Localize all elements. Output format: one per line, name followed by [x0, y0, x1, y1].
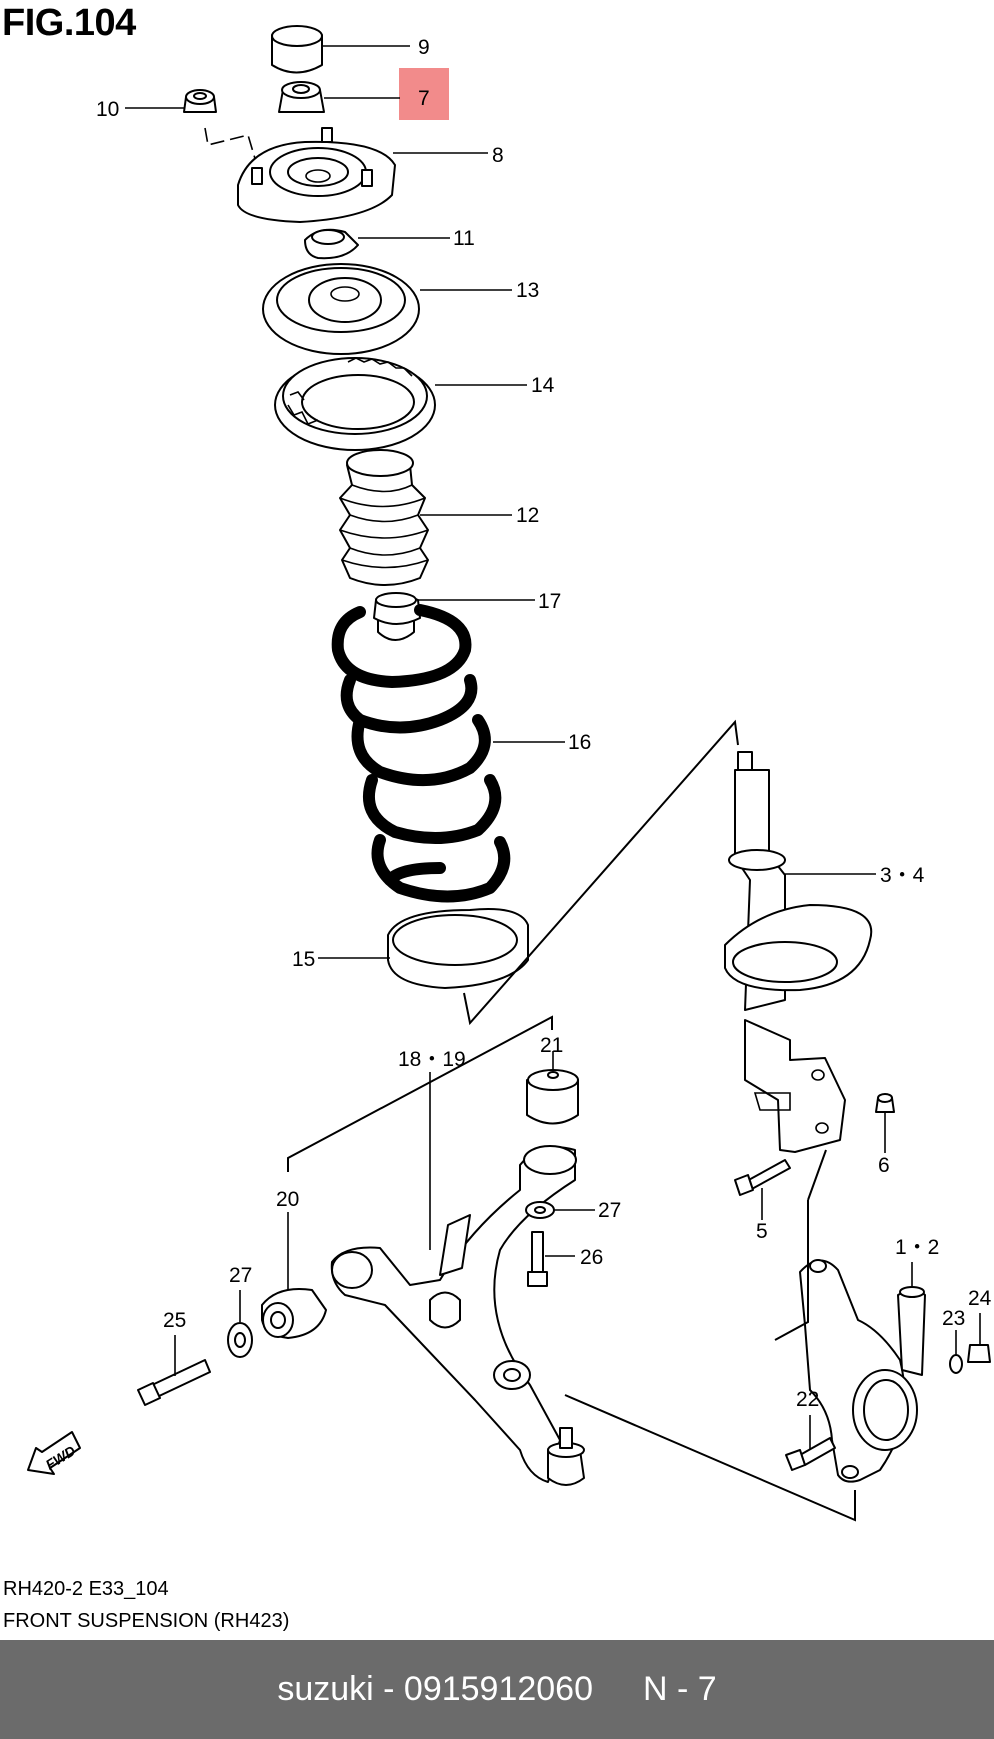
- callout-11: 11: [453, 227, 475, 250]
- part-10-nut: [183, 89, 217, 113]
- part-24-nut: [967, 1344, 991, 1363]
- callout-15: 15: [292, 948, 315, 971]
- part-26-bolt: [527, 1231, 548, 1287]
- part-18-19-lower-arm: [330, 1145, 577, 1483]
- part-27-washer-upper: [525, 1201, 555, 1219]
- highlight-box: [399, 68, 449, 120]
- footer-position: N - 7: [643, 1670, 717, 1708]
- callout-20: 20: [276, 1188, 299, 1211]
- part-11-bearing: [304, 228, 359, 260]
- fwd-arrow-icon: FWD: [27, 1431, 81, 1475]
- callout-9: 9: [418, 36, 430, 59]
- part-15-lower-seat: [387, 908, 529, 989]
- callout-13: 13: [516, 279, 539, 302]
- callout-26: 26: [580, 1246, 603, 1269]
- part-6-nut: [875, 1093, 895, 1113]
- callout-14: 14: [531, 374, 555, 397]
- part-13-upper-seat: [262, 263, 420, 355]
- callout-17: 17: [538, 590, 561, 613]
- part-14-spring-seat: [274, 357, 436, 451]
- part-17-bump-stop: [373, 592, 421, 641]
- part-3-4-strut: [724, 751, 873, 1153]
- part-22-bolt: [785, 1437, 836, 1471]
- callout-21: 21: [540, 1034, 563, 1057]
- part-21-bushing: [526, 1069, 579, 1125]
- callout-6: 6: [878, 1154, 890, 1177]
- figure-title: FIG.104: [2, 2, 136, 44]
- exploded-diagram: FWD 9 7 10 8 11 13 14 12 17 16 15 3・4 6 …: [27, 25, 992, 1522]
- footer-separator: -: [373, 1670, 404, 1708]
- part-27-washer-lower: [227, 1322, 253, 1358]
- part-1-2-knuckle: [799, 1259, 926, 1483]
- callout-5: 5: [756, 1220, 768, 1243]
- callout-22: 22: [796, 1388, 819, 1411]
- part-5-bolt: [734, 1159, 791, 1196]
- part-info-footer: suzuki - 0915912060 N - 7: [0, 1640, 994, 1739]
- ball-joint: [547, 1427, 585, 1486]
- callout-7: 7: [418, 87, 430, 110]
- callout-25: 25: [163, 1309, 186, 1332]
- part-25-bolt: [137, 1359, 211, 1406]
- callout-10: 10: [96, 98, 119, 121]
- part-8-strut-mount: [237, 127, 396, 223]
- part-12-bump-boot: [339, 449, 429, 586]
- callout-16: 16: [568, 731, 591, 754]
- callout-12: 12: [516, 504, 539, 527]
- callout-3-4: 3・4: [880, 864, 925, 887]
- callout-23: 23: [942, 1307, 965, 1330]
- footer-brand: suzuki: [277, 1670, 374, 1708]
- part-9-cap: [271, 25, 323, 74]
- callout-1-2: 1・2: [895, 1236, 939, 1259]
- callout-27-upper: 27: [598, 1199, 621, 1222]
- figure-code: RH420-2 E33_104: [3, 1578, 169, 1600]
- part-20-bushing: [261, 1288, 327, 1339]
- callout-8: 8: [492, 144, 504, 167]
- part-7-nut: [278, 81, 325, 113]
- callout-27-lower: 27: [229, 1264, 252, 1287]
- part-16-coil-spring: [331, 604, 511, 903]
- callout-24: 24: [968, 1287, 992, 1310]
- footer-part-number: 0915912060: [403, 1670, 593, 1708]
- part-23-washer: [949, 1354, 963, 1374]
- callout-18-19: 18・19: [398, 1048, 466, 1071]
- figure-caption: FRONT SUSPENSION (RH423): [3, 1610, 290, 1632]
